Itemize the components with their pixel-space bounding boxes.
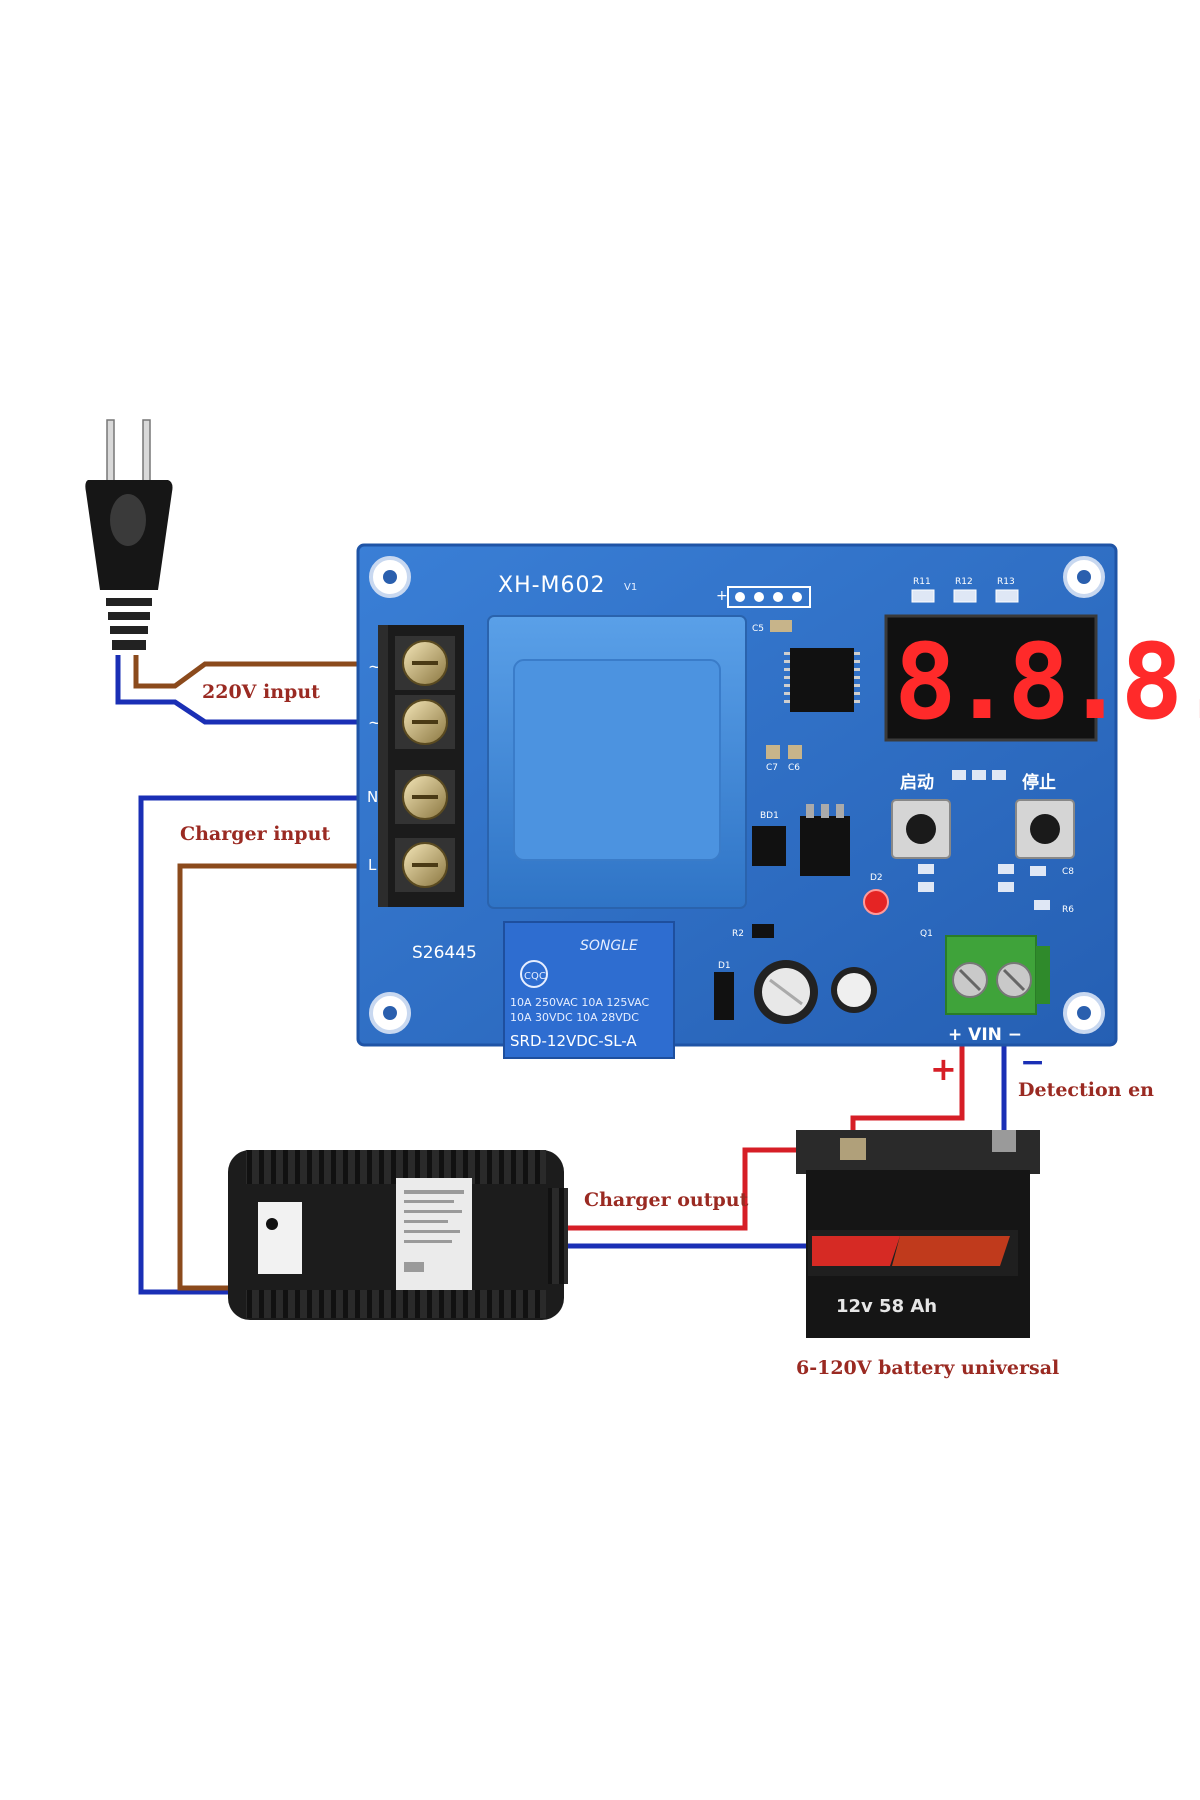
plug-prong-right	[142, 419, 151, 483]
terminal-mark-4: L	[368, 856, 377, 874]
stop-button[interactable]	[1015, 799, 1075, 859]
label-r13: R13	[997, 577, 1015, 587]
terminal-screw-2	[395, 695, 455, 749]
wire-220v-neutral	[115, 655, 398, 725]
voltage-regulator	[800, 804, 850, 876]
relay-rating-2: 10A 30VDC 10A 28VDC	[510, 1011, 639, 1024]
charger-indicator[interactable]	[266, 1218, 278, 1230]
label-minus: −	[1020, 1045, 1045, 1080]
label-d1: D1	[718, 961, 731, 971]
charger-switch-panel	[258, 1202, 302, 1274]
seven-segment-display: 8.8.8.	[884, 614, 1200, 743]
label-r12: R12	[955, 577, 973, 587]
plug-grip-3	[110, 626, 148, 634]
wire-charger-input-brown	[177, 863, 398, 1291]
start-button-label: 启动	[900, 772, 934, 793]
label-detection: Detection en	[1018, 1079, 1154, 1101]
plug-highlight	[110, 494, 146, 546]
relay-body	[503, 921, 675, 1059]
wire-charger-input-blue	[138, 795, 398, 1295]
terminal-screw-4	[395, 838, 455, 892]
car-battery: 12v 58 Ah	[796, 1130, 1040, 1338]
label-c5: C5	[752, 624, 764, 634]
terminal-screw-3	[395, 770, 455, 824]
display-housing	[884, 614, 1098, 742]
start-button[interactable]	[891, 799, 951, 859]
board-model: XH-M602	[498, 573, 606, 598]
terminal-mark-3: N	[367, 788, 378, 806]
label-d2: D2	[870, 873, 883, 883]
capacitor-small	[831, 967, 877, 1013]
transformer	[487, 615, 747, 909]
plug-prong-left	[106, 419, 115, 483]
board-serial: S26445	[412, 943, 477, 963]
ac-terminal-block	[378, 625, 464, 907]
relay-model: SRD-12VDC-SL-A	[510, 1032, 637, 1050]
plug-grip-4	[112, 640, 146, 650]
capacitor-large	[754, 960, 818, 1024]
battery-terminal-positive	[840, 1138, 866, 1160]
controller-board: XH-M602 V1 S26445 ~ ~ N L	[356, 543, 1200, 1059]
wire-220v-live	[133, 655, 398, 689]
display-readout: 8.8.8.	[894, 621, 1200, 743]
plug-grip-1	[106, 598, 152, 606]
vin-terminal	[945, 935, 1050, 1015]
label-c6: C6	[788, 763, 800, 773]
label-bd1: BD1	[760, 811, 779, 821]
header-pins: +	[716, 586, 811, 608]
battery-terminal-negative	[992, 1130, 1016, 1152]
label-r2: R2	[732, 929, 744, 939]
vin-label: + VIN −	[948, 1025, 1022, 1045]
label-c7: C7	[766, 763, 778, 773]
label-q1: Q1	[920, 929, 933, 939]
label-battery-note: 6-120V battery universal	[796, 1357, 1059, 1379]
label-plus: +	[930, 1050, 957, 1088]
battery-spec: 12v 58 Ah	[836, 1296, 937, 1317]
relay: SONGLE CQC 10A 250VAC 10A 125VAC 10A 30V…	[503, 921, 675, 1059]
status-led	[863, 889, 889, 915]
transformer-top	[513, 659, 721, 861]
terminal-screw-1	[395, 636, 455, 690]
board-version: V1	[624, 582, 637, 593]
label-r6: R6	[1062, 905, 1074, 915]
stop-button-label: 停止	[1022, 772, 1056, 793]
ic-chip	[784, 648, 860, 712]
svg-text:CQC: CQC	[524, 971, 546, 982]
plug-grip-2	[108, 612, 150, 620]
label-c8: C8	[1062, 867, 1074, 877]
power-plug	[85, 419, 173, 650]
charger-sticker	[396, 1178, 472, 1290]
label-r11: R11	[913, 577, 931, 587]
label-charger-input: Charger input	[180, 823, 330, 845]
label-220v-input: 220V input	[202, 681, 320, 703]
relay-brand: SONGLE	[580, 938, 638, 954]
svg-text:+: +	[716, 588, 728, 604]
battery-charger	[228, 1150, 568, 1320]
mounting-holes	[369, 556, 1105, 1034]
relay-rating-1: 10A 250VAC 10A 125VAC	[510, 996, 650, 1009]
label-charger-output: Charger output	[584, 1189, 749, 1211]
